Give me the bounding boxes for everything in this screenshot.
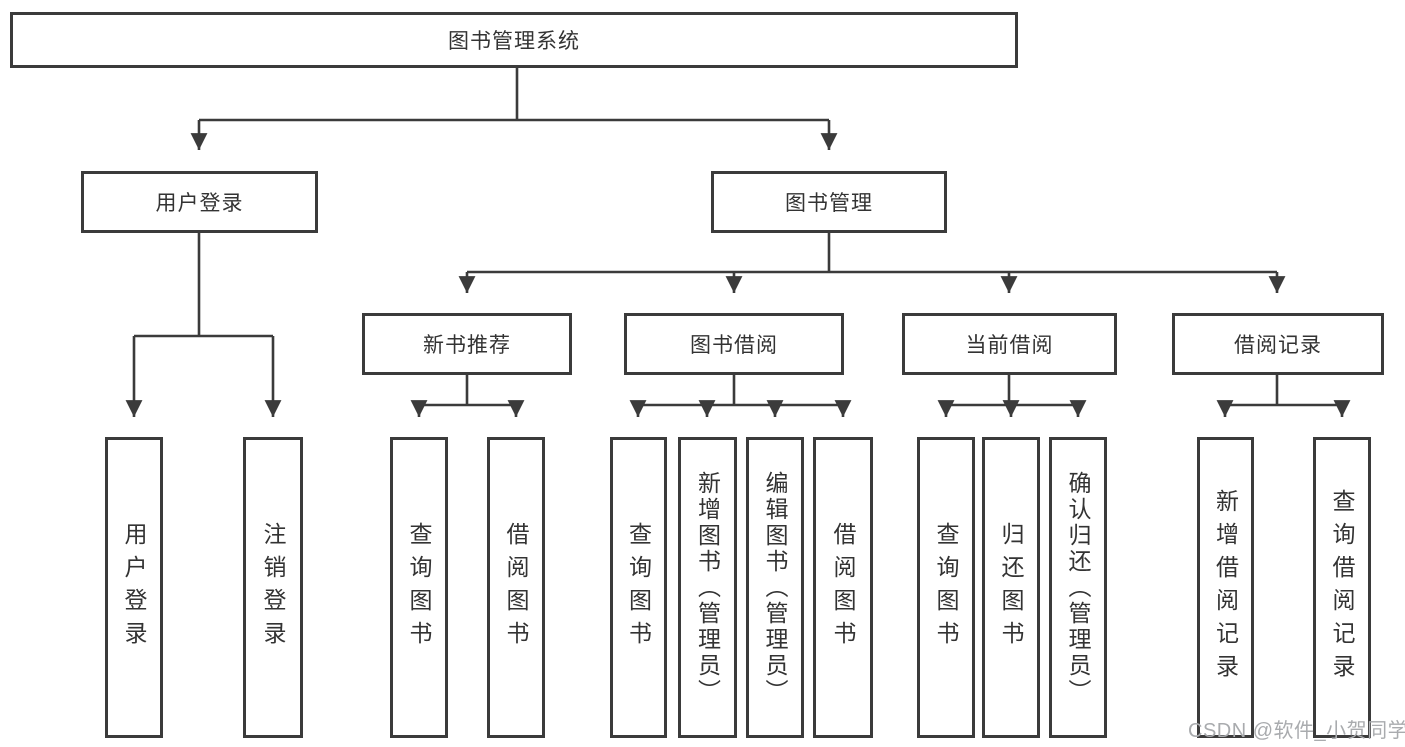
- node-borrow-books-1: 借阅图书: [487, 437, 545, 738]
- node-query-books-2: 查询图书: [610, 437, 667, 738]
- node-book-borrow: 图书借阅: [624, 313, 844, 375]
- csdn-watermark: CSDN @软件_小贺同学: [1188, 720, 1405, 742]
- node-library-management-system: 图书管理系统: [10, 12, 1018, 68]
- node-query-books-1: 查询图书: [390, 437, 448, 738]
- node-confirm-return-admin: 确认归还（管理员）: [1049, 437, 1107, 738]
- node-return-books: 归还图书: [982, 437, 1040, 738]
- node-add-books-admin: 新增图书（管理员）: [678, 437, 737, 738]
- node-add-borrow-record: 新增借阅记录: [1197, 437, 1254, 738]
- node-user-login: 用户登录: [105, 437, 163, 738]
- node-current-borrow: 当前借阅: [902, 313, 1117, 375]
- node-query-books-3: 查询图书: [917, 437, 975, 738]
- node-borrow-records: 借阅记录: [1172, 313, 1384, 375]
- node-user-login-group: 用户登录: [81, 171, 318, 233]
- node-query-borrow-record: 查询借阅记录: [1313, 437, 1371, 738]
- node-new-book-recommend: 新书推荐: [362, 313, 572, 375]
- node-logout: 注销登录: [243, 437, 303, 738]
- node-borrow-books-2: 借阅图书: [813, 437, 873, 738]
- node-book-management: 图书管理: [711, 171, 947, 233]
- node-edit-books-admin: 编辑图书（管理员）: [746, 437, 804, 738]
